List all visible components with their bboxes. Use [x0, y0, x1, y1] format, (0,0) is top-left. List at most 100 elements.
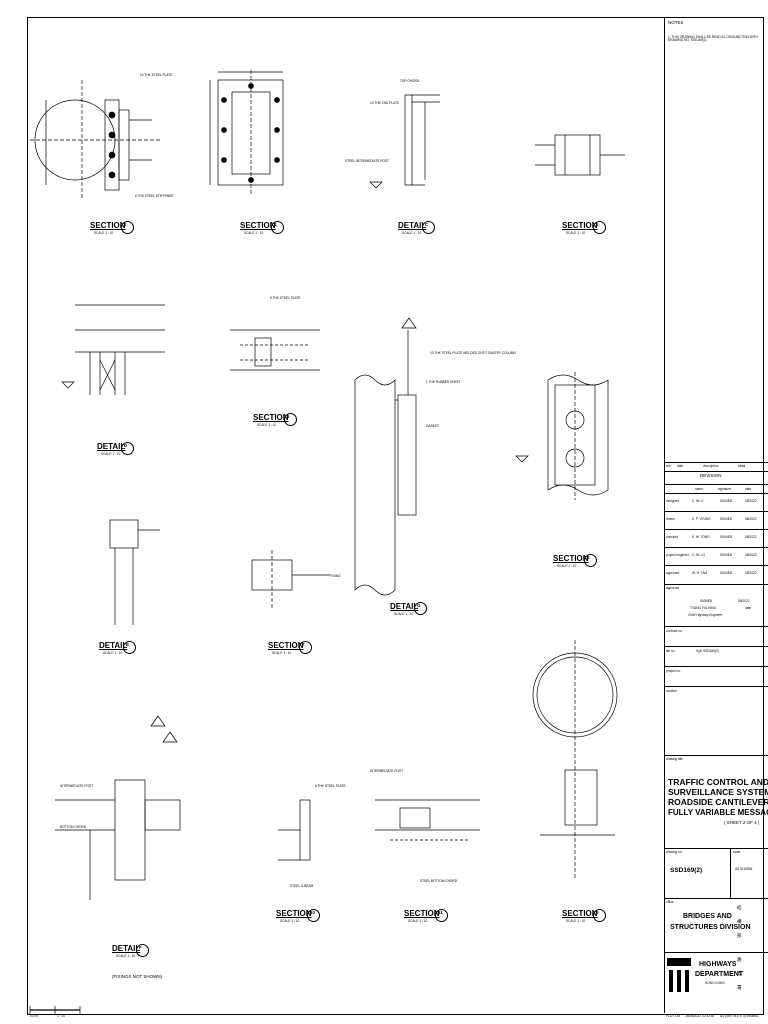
callout: INTERMEDIATE POST	[60, 784, 94, 788]
rev-row-role: drawn	[666, 517, 675, 521]
view-ref-circle	[299, 641, 312, 654]
view-ref-circle	[593, 221, 606, 234]
view-ref: 4	[274, 222, 277, 227]
detail-d-drawing	[61, 304, 165, 395]
footer-date: 26/08/2022 10:32:50	[685, 1014, 715, 1018]
detail-e-drawing	[109, 519, 160, 625]
scale-value: AS SHOWN	[735, 867, 753, 871]
department-chinese: 署	[737, 985, 742, 990]
notes-item: 1. THIS DRAWING SHALL BE READ IN CONJUNC…	[668, 35, 758, 43]
view-ref: 7	[302, 642, 305, 647]
field-label: location	[666, 689, 677, 693]
detail-c-drawing	[369, 94, 440, 189]
view-ref-circle	[422, 221, 435, 234]
title-block	[664, 17, 763, 1013]
revision-table-top	[664, 462, 768, 463]
callout: 6 THK STEEL STIFFENER	[135, 194, 174, 198]
sheet-number: ( SHEET 2 OF 4 )	[724, 820, 760, 825]
scale-label: scale	[733, 850, 741, 854]
footer-sheet: A1 (SEE NOTE 3) 594x841	[720, 1014, 759, 1018]
view-kind: SECTION	[253, 413, 289, 422]
department-sub: HONG KONG	[705, 981, 725, 985]
field-label: project no.	[666, 669, 681, 673]
field-label: file no.	[666, 649, 676, 653]
callout: STEEL INTERMEDIATE POST	[345, 159, 389, 163]
view-kind: SECTION	[404, 909, 440, 918]
detail-f-drawing	[55, 715, 181, 900]
drawing-title-line: TRAFFIC CONTROL AND	[668, 777, 768, 787]
section-9-drawing	[532, 640, 618, 880]
scale-bar	[29, 1006, 81, 1014]
callout: FIXING	[330, 574, 341, 578]
callout: 1 THK RUBBER SHEET	[426, 380, 461, 384]
callout: GASKET	[426, 424, 439, 428]
approval-date: 08/2022	[738, 599, 750, 603]
drawing-no-top	[664, 848, 768, 849]
view-scale: SCALE 1 : 10	[116, 954, 136, 958]
view-ref-circle	[435, 909, 448, 922]
view-ref-circle	[121, 442, 134, 455]
view-ref-circle	[284, 413, 297, 426]
field-label: contract no.	[666, 629, 683, 633]
callout: STEEL U-BEAM	[290, 884, 314, 888]
rev-row-name: C. W. LO	[692, 553, 705, 557]
callout: 10 THK END PLATE	[370, 101, 400, 105]
view-scale: SCALE 1 : 10	[557, 564, 577, 568]
drawing-area	[29, 70, 625, 1014]
office-name: BRIDGES AND	[683, 913, 732, 920]
view-kind: DETAIL	[112, 944, 141, 953]
drawing-no: SSD169(2)	[670, 867, 703, 874]
view-kind: SECTION	[268, 641, 304, 650]
approval-title: Chief Highway Engineer	[688, 613, 723, 617]
drawing-title-line: ROADSIDE CANTILEVER TYPE	[668, 797, 768, 807]
approval-date-label: date	[745, 606, 752, 610]
sign-header: name	[695, 487, 703, 491]
detail-f-note: (FIXINGS NOT SHOWN)	[112, 974, 163, 979]
view-ref: 11	[438, 910, 443, 915]
rev-row-role: checked	[666, 535, 678, 539]
department-logo	[667, 958, 691, 992]
drawing-title-line: FULLY VARIABLE MESSAGE SIGN	[668, 808, 768, 817]
view-ref: 9	[596, 910, 599, 915]
section-2-drawing	[30, 80, 160, 200]
rev-row-role: project engineer	[666, 553, 689, 557]
view-scale: SCALE 1 : 10	[408, 919, 428, 923]
callout: 10 THK STEEL PLATE	[140, 73, 173, 77]
view-kind: SECTION	[240, 221, 276, 230]
rev-row-line	[664, 493, 768, 494]
rev-row-signature: SIGNED	[720, 517, 733, 521]
rev-row-name: C. W. LI	[692, 499, 704, 503]
revision-title: REVISION	[700, 473, 722, 478]
rev-row-signature: SIGNED	[720, 499, 733, 503]
field-line	[664, 666, 768, 667]
office-chinese: 部	[737, 933, 742, 938]
title-top	[664, 755, 768, 756]
department-chinese: 路	[737, 957, 742, 962]
office-chinese: 結	[737, 905, 742, 910]
rev-row-name: K. W. TONG	[692, 535, 710, 539]
detail-g-drawing	[354, 317, 417, 596]
notes-heading: NOTES	[668, 20, 684, 25]
callout: 10 THK STEEL PLATE WELDED ONTO GANTRY CO…	[430, 351, 516, 355]
rev-row-signature: SIGNED	[720, 571, 733, 575]
view-ref: C	[425, 222, 429, 227]
rev-row-date: 08/2022	[745, 499, 757, 503]
view-kind: SECTION	[90, 221, 126, 230]
view-scale: SCALE 1 : 10	[402, 231, 422, 235]
view-ref-circle	[414, 602, 427, 615]
view-scale: SCALE 1 : 10	[94, 231, 114, 235]
view-scale: SCALE 1 : 10	[103, 651, 123, 655]
section-8-drawing	[515, 372, 609, 500]
sign-header: date	[745, 487, 752, 491]
rev-header: rev.	[666, 464, 672, 468]
field-value: HyD SSD169(2)	[696, 649, 719, 653]
scale-bar-label: 0.5 m	[30, 1014, 38, 1018]
callout: BOTTOM CHORD	[60, 825, 87, 829]
department-chinese: 政	[737, 971, 742, 976]
scale-bar-ratio: 1 : 10	[57, 1014, 65, 1018]
view-ref-circle	[121, 221, 134, 234]
view-scale: SCALE 1 : 10	[101, 452, 121, 456]
callout: 8 THK STEEL PLATE	[315, 784, 346, 788]
section-4-drawing	[209, 70, 284, 195]
